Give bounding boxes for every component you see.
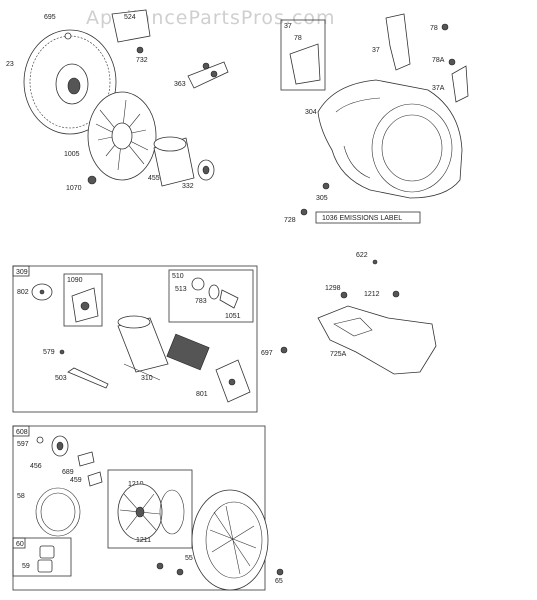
part-label-1212: 1212 [364, 291, 380, 298]
part-label-524: 524 [124, 14, 136, 21]
part-label-332: 332 [182, 183, 194, 190]
part-label-59: 59 [22, 563, 30, 570]
part-label-310: 310 [141, 375, 153, 382]
part-label-732: 732 [136, 57, 148, 64]
part-label-78: 78 [430, 25, 438, 32]
part-label-1298: 1298 [325, 285, 341, 292]
flywheel-group: 23 695 524 732 363 1005 1070 455 332 [6, 9, 229, 192]
rewind-starter-group: 608 597 456 689 459 58 1210 1211 60 59 [12, 425, 284, 591]
emissions-label-box [315, 211, 421, 224]
part-label-363: 363 [174, 81, 186, 88]
blower-housing-part [317, 79, 463, 199]
part-label-37a: 37A [432, 85, 445, 92]
part-label-510: 510 [172, 273, 184, 280]
part-label-608: 608 [16, 429, 28, 436]
part-label-579: 579 [43, 349, 55, 356]
part-label-728: 728 [284, 217, 296, 224]
part-label-1051: 1051 [225, 313, 241, 320]
part-label-23: 23 [6, 61, 14, 68]
part-label-65: 65 [275, 578, 283, 585]
part-label-459: 459 [70, 477, 82, 484]
part-label-305: 305 [316, 195, 328, 202]
part-label-783: 783 [195, 298, 207, 305]
inset-box-510 [168, 269, 254, 323]
inset-box-1090 [63, 273, 103, 327]
part-label-1005: 1005 [64, 151, 80, 158]
part-label-455: 455 [148, 175, 160, 182]
part-label-622: 622 [356, 252, 368, 259]
part-label-597: 597 [17, 441, 29, 448]
part-label-55: 55 [185, 555, 193, 562]
shield-part [317, 305, 437, 375]
part-label-309: 309 [16, 269, 28, 276]
rewind-housing-part [191, 489, 269, 591]
part-label-60: 60 [16, 541, 24, 548]
part-label-1211: 1211 [136, 537, 151, 544]
part-label-689: 689 [62, 469, 74, 476]
inset-box-608 [12, 425, 266, 591]
svg-text:37: 37 [284, 23, 292, 30]
inset-box-60 [12, 537, 72, 577]
part-label-58: 58 [17, 493, 25, 500]
starter-motor-group: 309 802 1090 510 513 783 1051 579 310 50… [12, 265, 258, 413]
inset-box-1210 [107, 469, 193, 549]
part-label-802: 802 [17, 289, 29, 296]
starter-rope-part [35, 487, 81, 537]
svg-text:78: 78 [294, 35, 302, 42]
part-label-725a: 725A [330, 351, 347, 358]
part-label-513: 513 [175, 286, 187, 293]
part-label-695: 695 [44, 14, 56, 21]
part-label-801: 801 [196, 391, 208, 398]
part-label-697: 697 [261, 350, 273, 357]
part-label-37: 37 [372, 47, 380, 54]
part-label-1070: 1070 [66, 185, 82, 192]
part-label-456: 456 [30, 463, 42, 470]
part-label-304: 304 [305, 109, 317, 116]
bracket-part [111, 9, 151, 43]
shield-group: 622 1298 1212 725A 697 [261, 252, 437, 375]
part-label-503: 503 [55, 375, 67, 382]
inset-box-78 [280, 19, 326, 91]
part-label-78a: 78A [432, 57, 445, 64]
inset-box-309 [12, 265, 258, 413]
emissions-label-text: 1036 EMISSIONS LABEL [322, 215, 402, 222]
blower-housing-group: 37 78 37 78 78A 37A 304 305 728 1036 EMI… [280, 13, 469, 224]
part-label-1090: 1090 [67, 277, 83, 284]
